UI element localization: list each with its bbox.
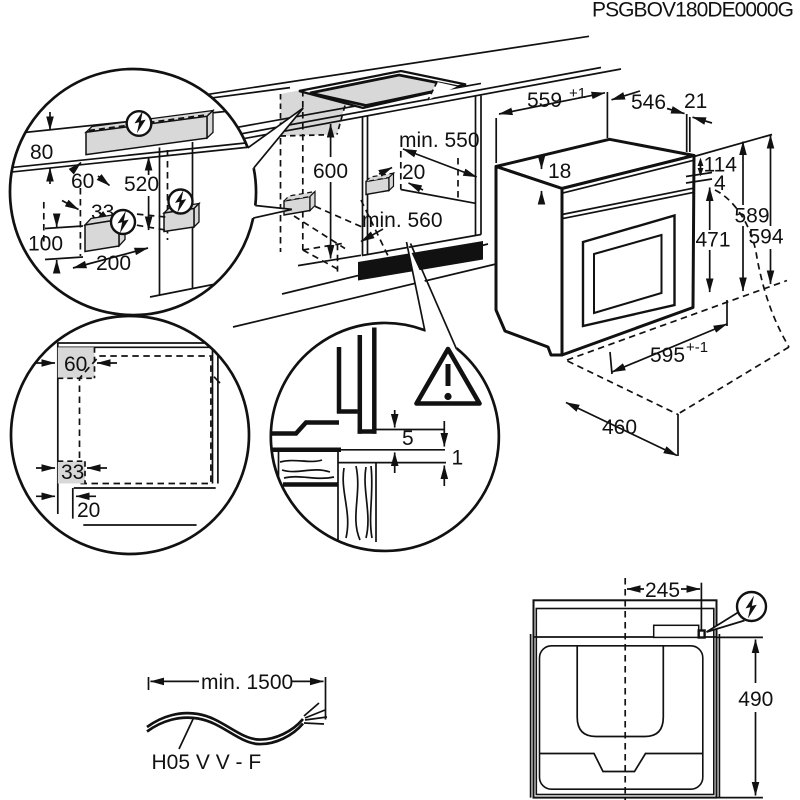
svg-text:min. 1500: min. 1500 — [201, 671, 293, 694]
svg-text:559: 559 — [527, 89, 562, 112]
svg-text:80: 80 — [30, 141, 53, 164]
svg-text:114: 114 — [704, 154, 738, 177]
svg-text:595: 595 — [650, 344, 685, 367]
svg-text:520: 520 — [124, 173, 159, 196]
svg-text:460: 460 — [602, 416, 637, 439]
svg-text:60: 60 — [64, 353, 87, 376]
svg-text:60: 60 — [71, 170, 94, 193]
svg-text:546: 546 — [631, 91, 666, 114]
svg-text:PSGBOV180DE0000G: PSGBOV180DE0000G — [592, 0, 794, 22]
svg-text:1: 1 — [452, 447, 464, 470]
svg-text:5: 5 — [402, 427, 414, 450]
svg-text:min. 550: min. 550 — [399, 129, 480, 152]
svg-text:471: 471 — [695, 229, 730, 252]
svg-text:490: 490 — [738, 688, 773, 711]
svg-text:+-1: +-1 — [686, 339, 708, 356]
svg-text:+1: +1 — [569, 85, 586, 102]
svg-text:4: 4 — [714, 172, 726, 195]
svg-text:33: 33 — [61, 461, 84, 484]
svg-text:20: 20 — [402, 161, 425, 184]
svg-text:594: 594 — [748, 226, 783, 249]
svg-text:20: 20 — [77, 499, 100, 522]
svg-text:245: 245 — [645, 579, 680, 602]
svg-text:589: 589 — [734, 205, 769, 228]
svg-text:100: 100 — [28, 233, 63, 256]
svg-text:min. 560: min. 560 — [362, 209, 443, 232]
svg-text:H05 V V - F: H05 V V - F — [152, 751, 262, 774]
svg-text:18: 18 — [548, 160, 571, 183]
svg-text:200: 200 — [96, 252, 131, 275]
svg-text:21: 21 — [684, 90, 707, 113]
svg-text:600: 600 — [313, 160, 348, 183]
